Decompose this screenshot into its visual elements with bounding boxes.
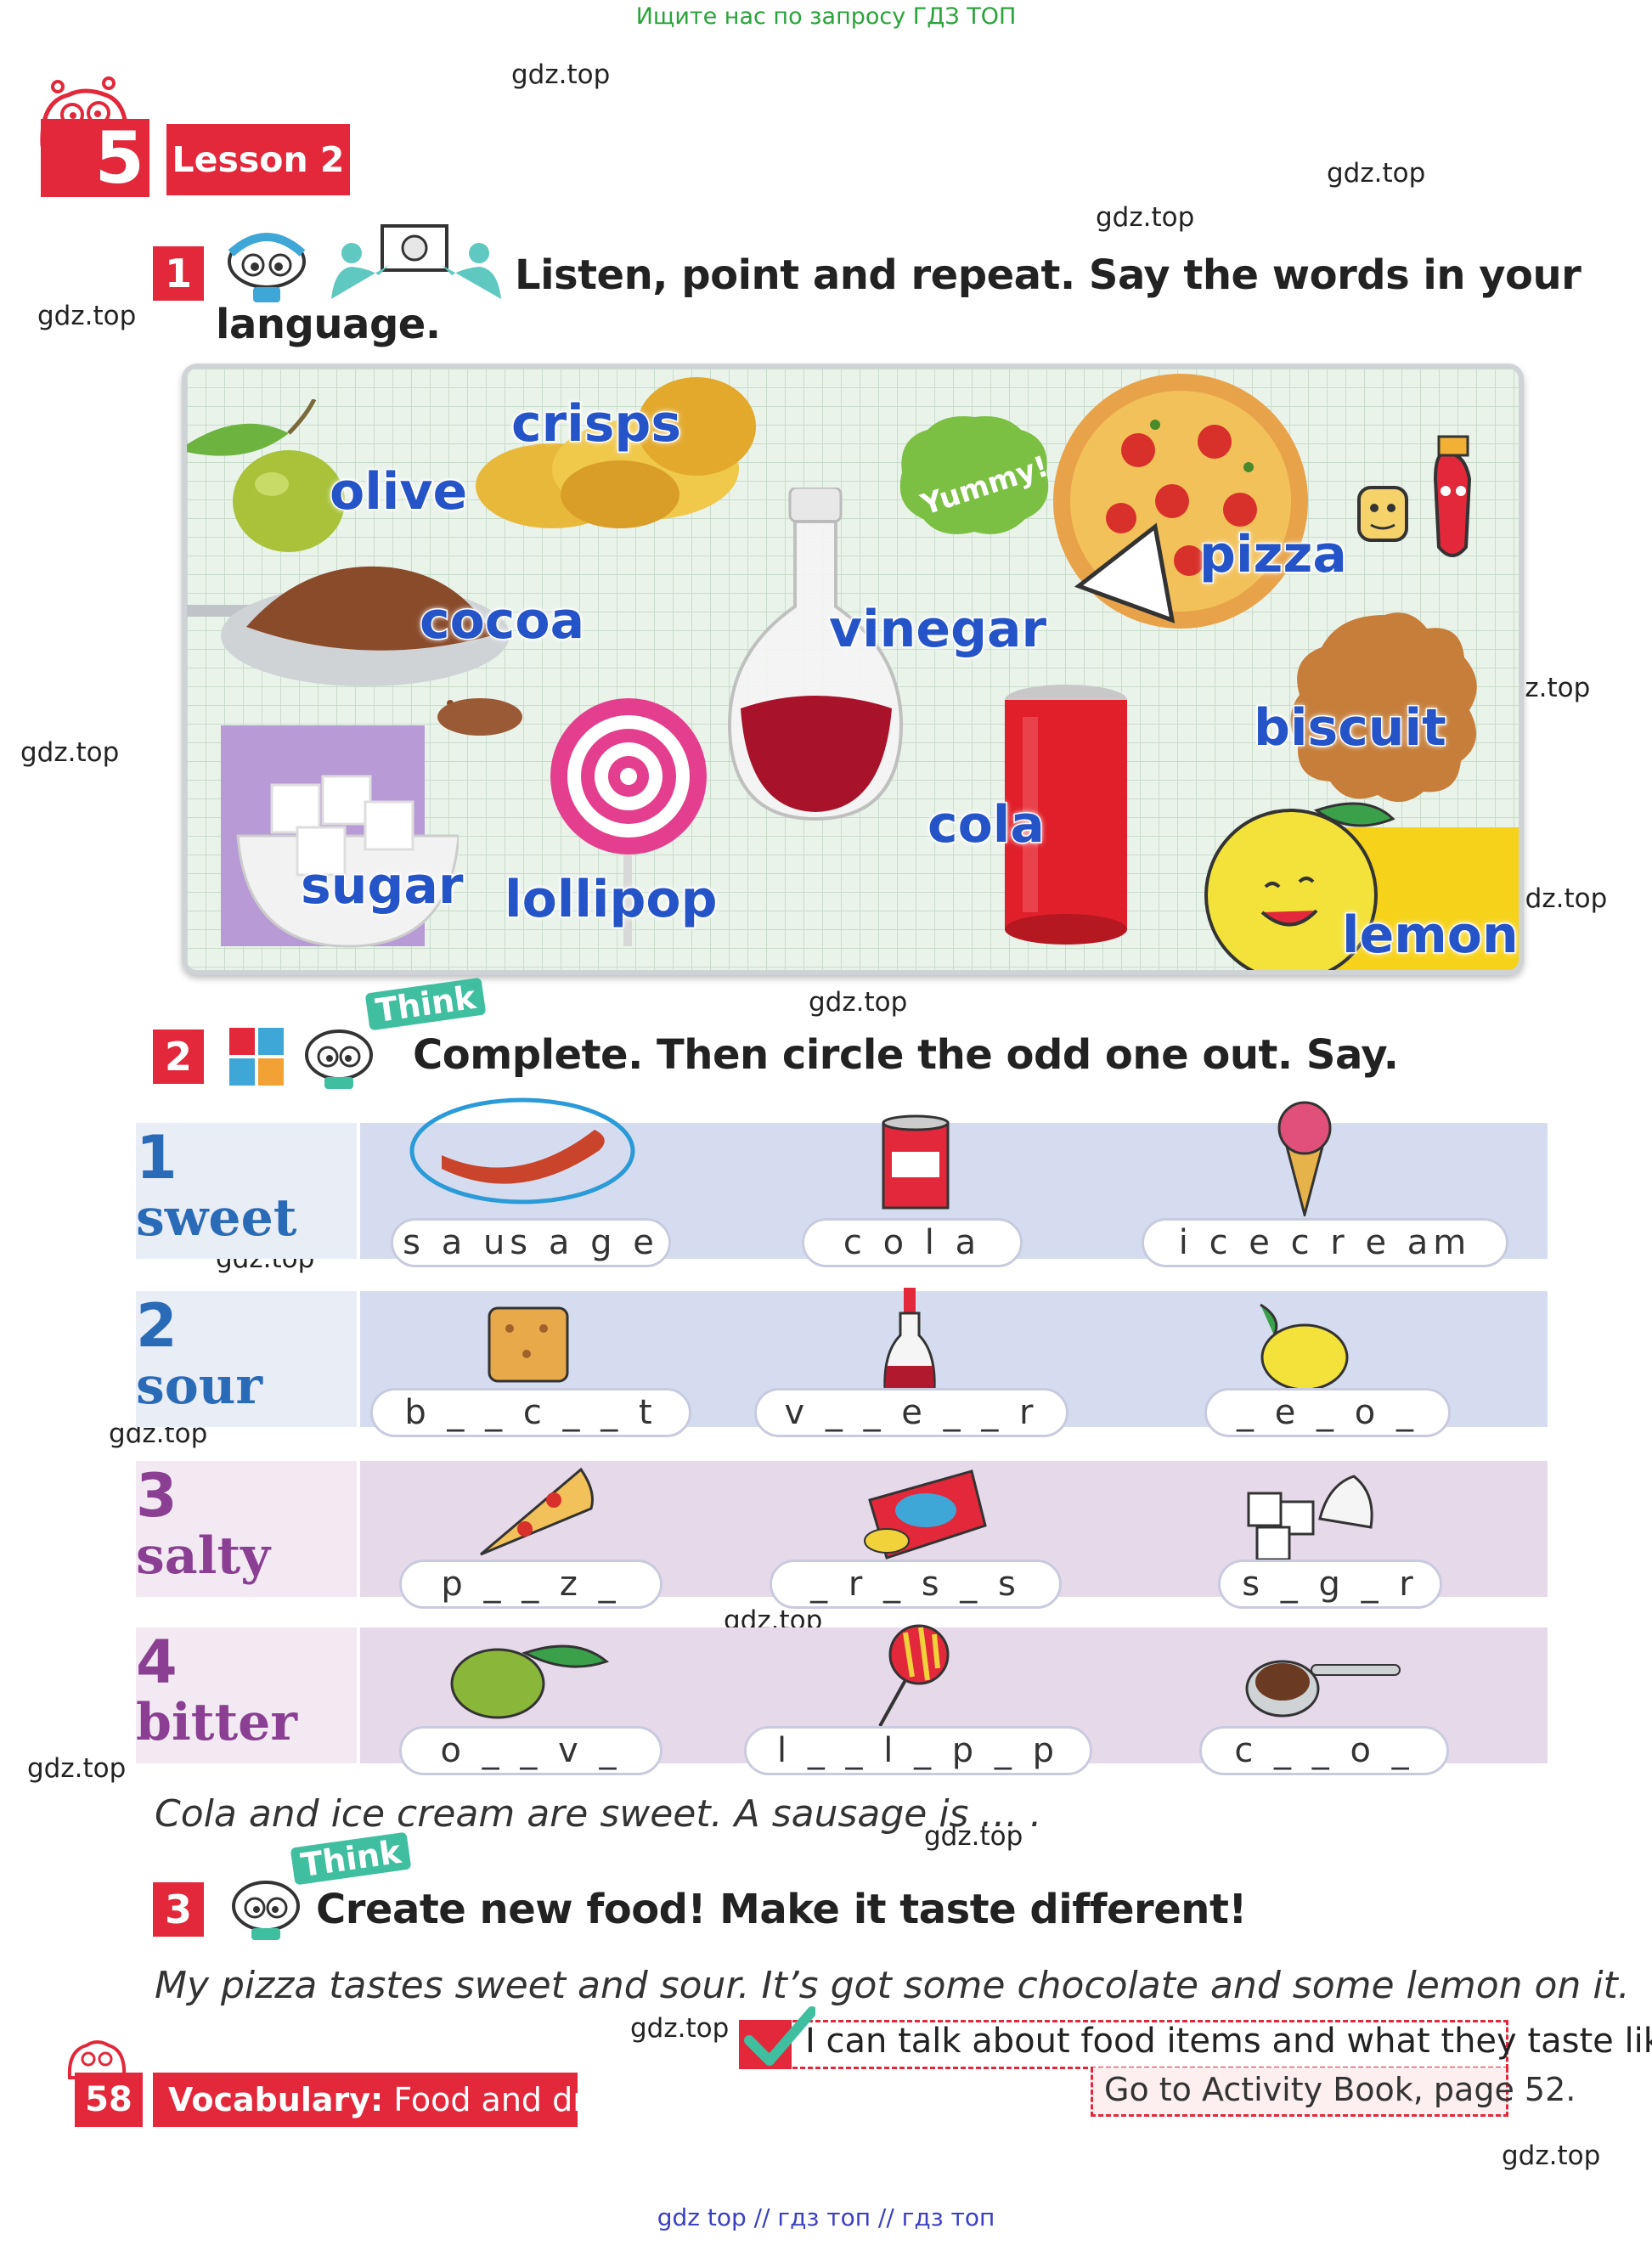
watermark: gdz.top bbox=[511, 59, 611, 90]
page-number: 58 bbox=[75, 2073, 143, 2127]
answer-cocoa[interactable]: c _ _ o _ bbox=[1199, 1726, 1449, 1775]
answer-olive[interactable]: o _ _ v _ bbox=[399, 1726, 662, 1775]
word-olive[interactable]: olive bbox=[328, 461, 468, 523]
answer-ice-cream[interactable]: i c e c r e am bbox=[1142, 1218, 1508, 1267]
answer-lollipop[interactable]: l _ _ l _ p _ p bbox=[744, 1726, 1092, 1775]
row-label-sweet: 1 sweet bbox=[136, 1123, 297, 1248]
answer-crisps[interactable]: _ r _ s _ s bbox=[770, 1560, 1062, 1609]
listen-robot-icon bbox=[228, 233, 306, 302]
sausage-picture bbox=[409, 1097, 635, 1204]
exercise-1-instruction: Listen, point and repeat. Say the words … bbox=[515, 251, 1582, 299]
think-tag: Think bbox=[290, 1831, 412, 1886]
olive-drawing bbox=[450, 1644, 610, 1719]
answer-pizza[interactable]: p _ _ z _ bbox=[399, 1560, 662, 1609]
exercise-1-number: 1 bbox=[153, 246, 204, 301]
answer-sugar[interactable]: s _ g _ r bbox=[1218, 1560, 1442, 1609]
word-biscuit[interactable]: biscuit bbox=[1253, 697, 1448, 759]
word-sugar[interactable]: sugar bbox=[299, 855, 464, 917]
word-cocoa[interactable]: cocoa bbox=[418, 590, 585, 652]
lemon-picture bbox=[1204, 802, 1519, 970]
lollipop-picture bbox=[550, 698, 707, 946]
sugar-drawing bbox=[1247, 1475, 1373, 1561]
pizza-picture bbox=[1053, 374, 1308, 629]
row-label-bg bbox=[136, 1123, 357, 1259]
exercise-1-instruction-cont: language. bbox=[216, 301, 441, 348]
cocoa-picture bbox=[187, 566, 510, 707]
can-do-text: I can talk about food items and what the… bbox=[805, 2022, 1652, 2061]
biscuit-picture bbox=[1290, 612, 1477, 803]
exercise-3-example: My pizza tastes sweet and sour. It’s got… bbox=[155, 1964, 1630, 2007]
biscuit-drawing bbox=[488, 1306, 569, 1383]
point-repeat-icon bbox=[331, 224, 501, 299]
food-characters bbox=[1357, 435, 1472, 557]
answer-biscuit[interactable]: b _ _ c _ _ t bbox=[370, 1388, 691, 1437]
word-lollipop[interactable]: lollipop bbox=[504, 869, 719, 931]
activity-pictures-icon bbox=[229, 1028, 284, 1086]
watermark: gdz.top bbox=[1096, 202, 1195, 233]
yummy-badge bbox=[899, 416, 1049, 534]
vocabulary-topic: Vocabulary: Food and drinks bbox=[153, 2073, 651, 2127]
word-pizza[interactable]: pizza bbox=[1198, 524, 1349, 586]
word-cola[interactable]: cola bbox=[927, 794, 1046, 856]
lesson-label: Lesson 2 bbox=[166, 124, 350, 195]
row-label-salty: 3 salty bbox=[136, 1461, 271, 1586]
cocoa-powder-pile bbox=[437, 698, 522, 736]
think-robot-icon bbox=[305, 1029, 373, 1089]
olive-picture bbox=[187, 399, 345, 552]
check-icon bbox=[744, 2006, 815, 2066]
watermark: gdz.top bbox=[1508, 883, 1608, 914]
watermark: gdz.top bbox=[630, 2013, 730, 2044]
cola-can-drawing bbox=[882, 1114, 950, 1210]
cocoa-spoon-drawing bbox=[1245, 1660, 1401, 1718]
watermark: gdz.top bbox=[1327, 158, 1426, 189]
exercise-2-instruction: Complete. Then circle the odd one out. S… bbox=[413, 1031, 1399, 1079]
activity-book-link[interactable]: Go to Activity Book, page 52. bbox=[1104, 2071, 1576, 2108]
cola-picture bbox=[1005, 685, 1127, 945]
lollipop-drawing bbox=[878, 1624, 950, 1727]
vinegar-picture bbox=[728, 488, 903, 821]
pizza-slice-drawing bbox=[480, 1467, 594, 1556]
watermark: gdz.top bbox=[20, 737, 120, 768]
exercise-3-number: 3 bbox=[153, 1882, 204, 1937]
word-lemon[interactable]: lemon bbox=[1341, 905, 1519, 967]
watermark: gdz.top bbox=[809, 987, 908, 1018]
footer-links[interactable]: gdz top // гдз топ // гдз топ bbox=[657, 2203, 995, 2231]
top-banner[interactable]: Ищите нас по запросу ГДЗ ТОП bbox=[635, 3, 1017, 30]
row-label-bg bbox=[136, 1461, 357, 1597]
row-label-bg bbox=[136, 1291, 357, 1427]
lemon-drawing bbox=[1260, 1303, 1349, 1391]
watermark: gdz.top bbox=[924, 1821, 1023, 1852]
exercise-2-number: 2 bbox=[153, 1029, 204, 1084]
row-label-sour: 2 sour bbox=[136, 1291, 263, 1416]
mascot-icon bbox=[67, 2040, 127, 2079]
watermark: gdz.top bbox=[1502, 2141, 1601, 2171]
word-vinegar[interactable]: vinegar bbox=[827, 599, 1047, 661]
ice-cream-drawing bbox=[1277, 1101, 1332, 1216]
answer-sausage[interactable]: s a us a g e bbox=[391, 1218, 671, 1267]
answer-lemon[interactable]: _ e _ o _ bbox=[1204, 1388, 1451, 1437]
think-tag: Think bbox=[364, 977, 487, 1031]
exercise-3-instruction: Create new food! Make it taste different… bbox=[316, 1886, 1247, 1933]
activity-book-box bbox=[1091, 2067, 1508, 2117]
vinegar-drawing bbox=[883, 1288, 936, 1391]
crisps-drawing bbox=[864, 1469, 987, 1560]
crisps-picture bbox=[476, 377, 756, 528]
food-picture-board: Yummy! bbox=[182, 364, 1524, 975]
answer-vinegar[interactable]: v _ _ e _ _ r bbox=[754, 1388, 1068, 1437]
row-label-bg bbox=[136, 1627, 357, 1763]
row-label-bitter: 4 bitter bbox=[136, 1627, 297, 1752]
exercise-2-example: Cola and ice cream are sweet. A sausage … bbox=[155, 1792, 1042, 1836]
answer-cola[interactable]: c o l a bbox=[802, 1218, 1023, 1267]
watermark: gdz.top bbox=[27, 1753, 127, 1784]
unit-number-badge: 5 bbox=[41, 119, 149, 197]
think-robot-icon bbox=[232, 1881, 300, 1940]
watermark: gdz.top bbox=[37, 301, 137, 331]
sugar-picture bbox=[221, 725, 459, 948]
word-crisps[interactable]: crisps bbox=[510, 393, 682, 455]
